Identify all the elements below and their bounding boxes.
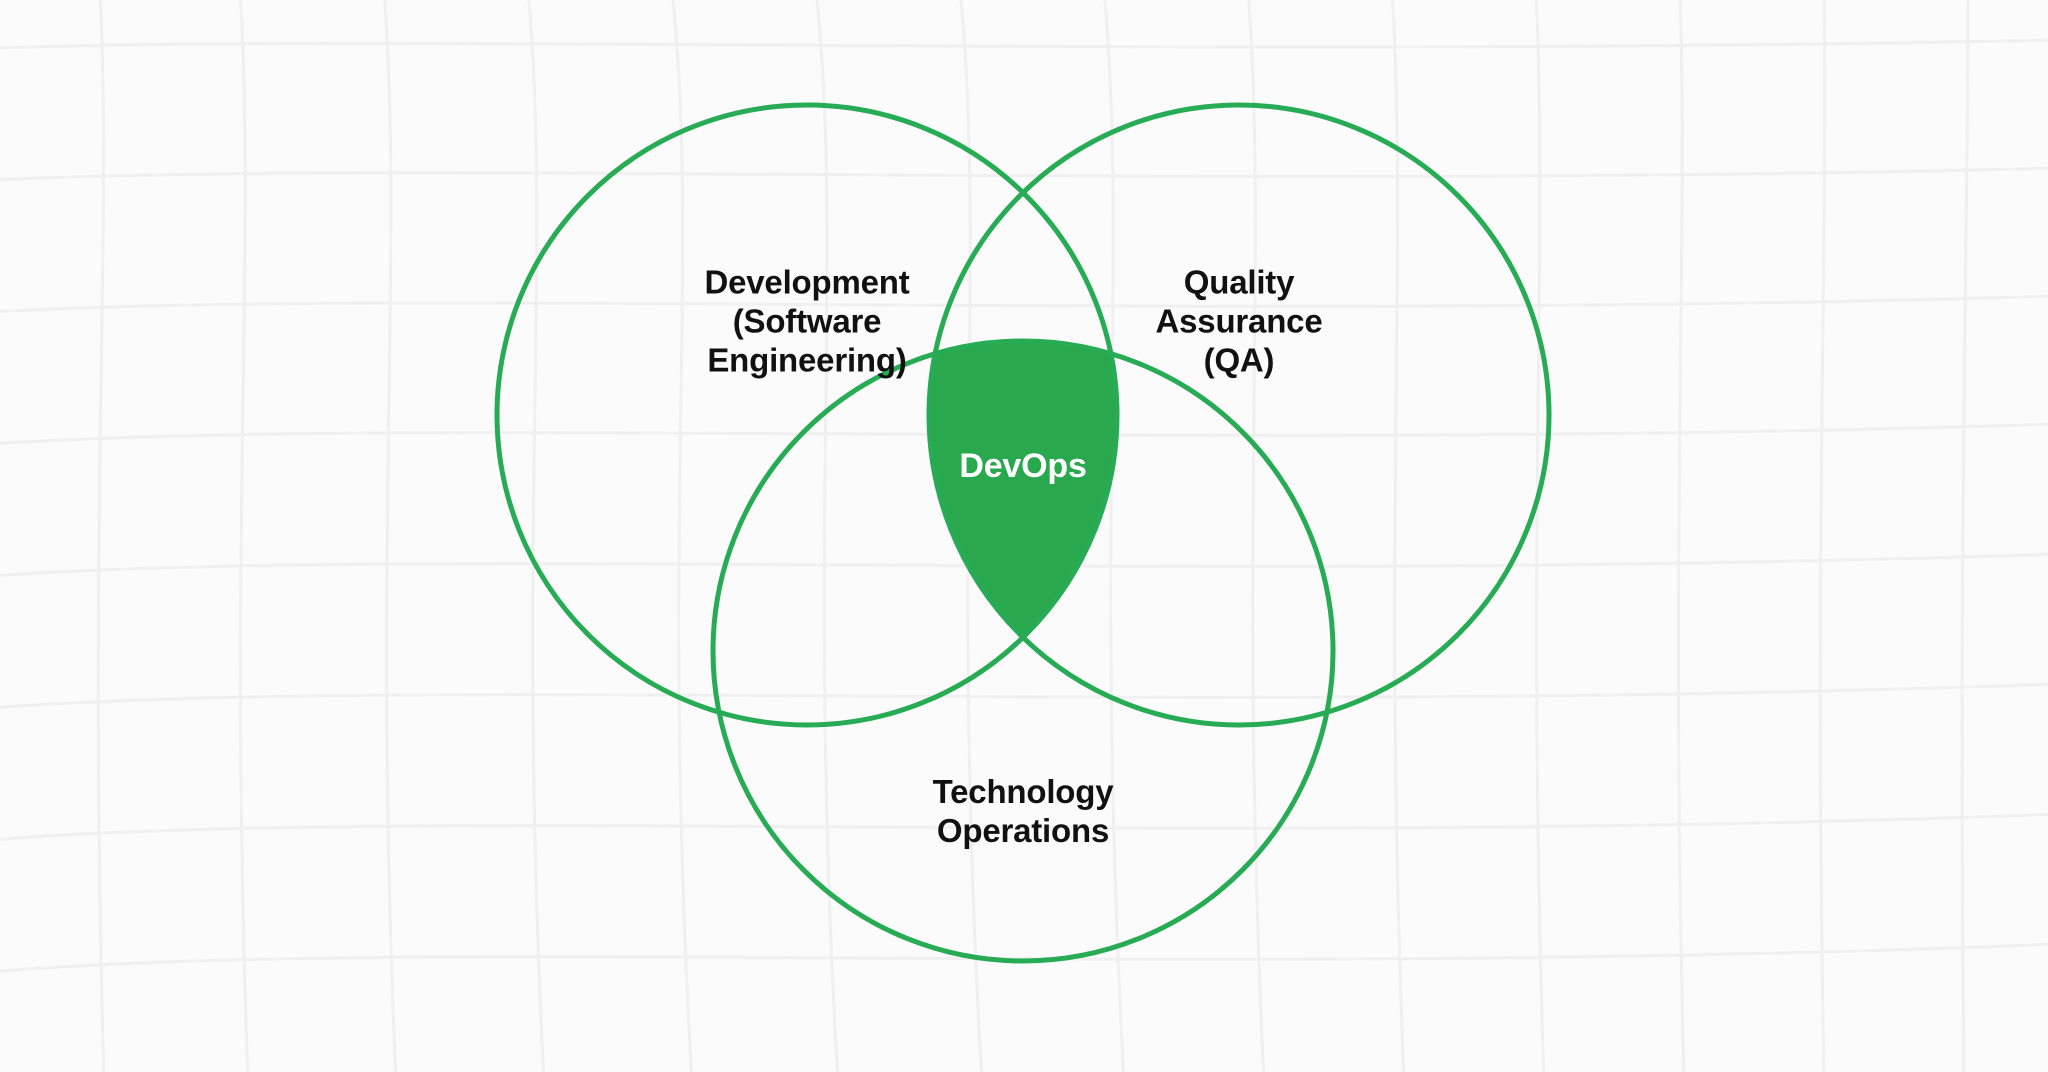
circle-development[interactable] [494, 102, 1120, 728]
label-quality-assurance: Quality Assurance (QA) [1155, 263, 1323, 379]
label-technology-operations: Technology Operations [932, 773, 1114, 849]
devops-intersection-region[interactable] [713, 341, 1333, 961]
label-devops: DevOps [959, 446, 1087, 485]
circle-quality-assurance[interactable] [926, 102, 1552, 728]
circle-technology-operations[interactable] [710, 338, 1336, 964]
label-development: Development (Software Engineering) [704, 263, 910, 379]
